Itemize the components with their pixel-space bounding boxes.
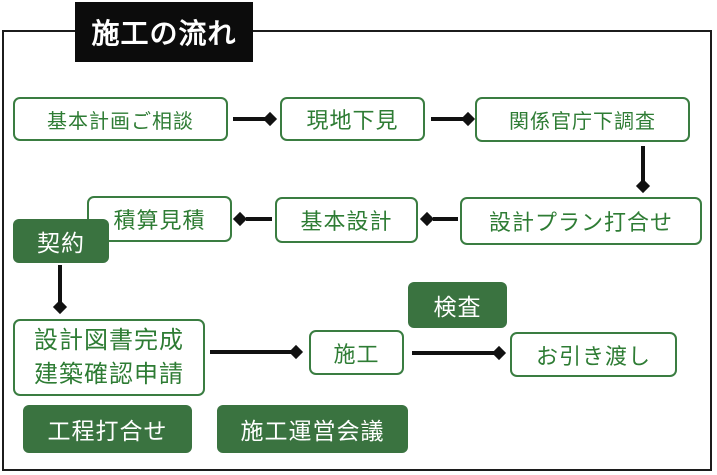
milestone-operation-meeting: 施工運営会議 [217, 405, 408, 453]
milestone-inspection: 検査 [408, 282, 507, 328]
arrow-line [412, 351, 497, 355]
step-estimate: 積算見積 [87, 196, 232, 242]
arrow-line [210, 350, 294, 354]
milestone-schedule-meeting: 工程打合せ [23, 405, 192, 453]
diagram-title: 施工の流れ [75, 2, 253, 62]
step-handover: お引き渡し [510, 332, 677, 377]
step-site-preview: 現地下見 [280, 97, 425, 141]
design-docs-line1: 設計図書完成 [34, 326, 184, 354]
arrow-line [433, 217, 458, 221]
arrow-line [233, 117, 268, 121]
step-agency-research: 関係官庁下調査 [475, 97, 690, 142]
step-construction: 施工 [309, 330, 404, 375]
step-design-plan-meeting: 設計プラン打合せ [460, 197, 702, 245]
design-docs-line2: 建築確認申請 [34, 360, 184, 388]
step-basic-design: 基本設計 [275, 197, 418, 243]
diagram-outer-frame [2, 30, 712, 471]
milestone-contract: 契約 [13, 219, 109, 263]
arrow-line [246, 217, 272, 221]
arrow-line [431, 117, 466, 121]
arrow-line [58, 265, 62, 305]
step-design-docs-complete: 設計図書完成 建築確認申請 [13, 319, 205, 396]
arrow-line [641, 146, 645, 184]
step-basic-plan-consultation: 基本計画ご相談 [13, 97, 228, 141]
